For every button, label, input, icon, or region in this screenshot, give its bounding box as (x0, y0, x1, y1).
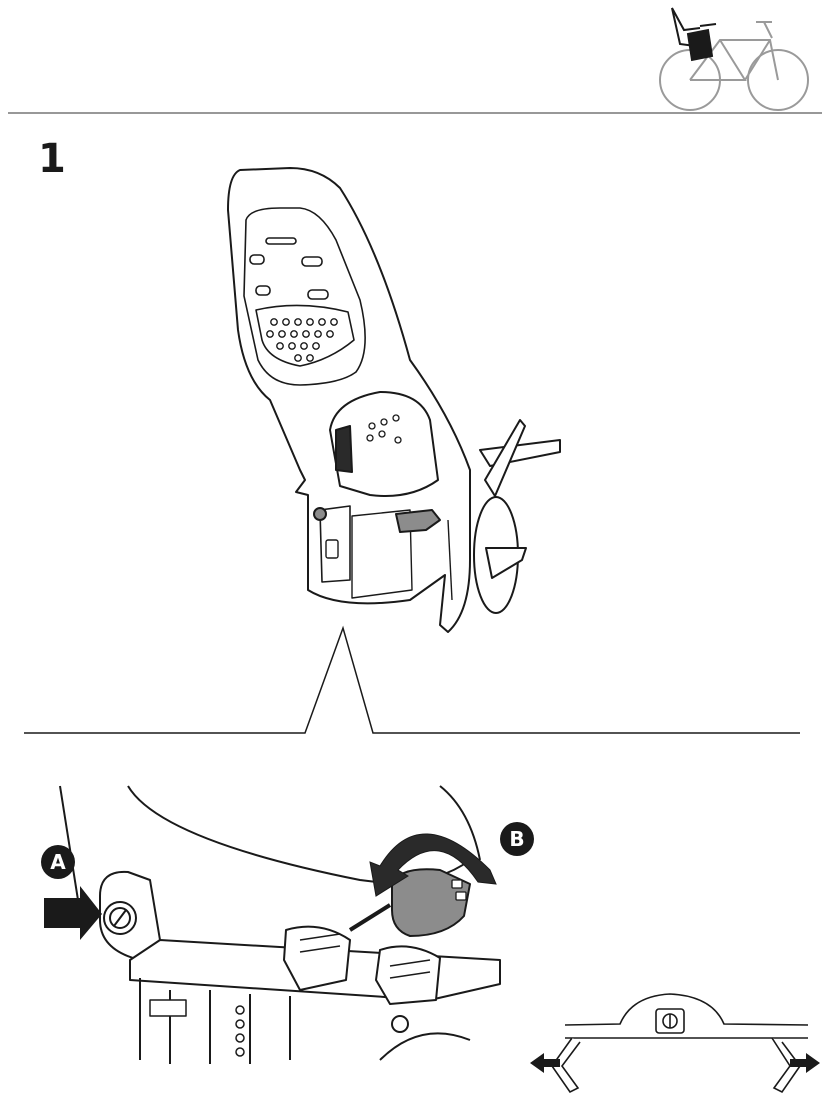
detail-callout-lines (24, 625, 800, 734)
bike-seat-rear-mount-icon (659, 7, 809, 111)
rotate-arrow-icon (369, 833, 497, 897)
vent-holes (266, 318, 338, 362)
detail-view-illustration (59, 785, 501, 1064)
arrow-right-icon (790, 1053, 820, 1073)
harness-slot-group (249, 237, 329, 300)
chain-links (235, 1005, 245, 1057)
step-number: 1 (38, 136, 66, 182)
arrow-left-icon (530, 1053, 560, 1073)
child-seat-illustration (227, 167, 561, 633)
callout-a-badge: A (41, 845, 75, 879)
bracket-inset (551, 993, 809, 1094)
callout-b-badge: B (500, 822, 534, 856)
screw-slot-icon (655, 1008, 685, 1034)
screw-a (103, 901, 137, 935)
push-arrow-icon (44, 886, 102, 940)
